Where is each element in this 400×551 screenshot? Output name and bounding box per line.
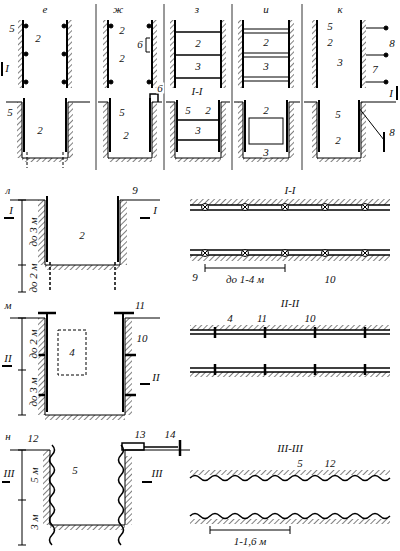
post-symbol — [322, 204, 329, 211]
callout-label: 10 — [304, 313, 317, 324]
post-symbol — [202, 204, 209, 211]
callout-label: II — [3, 353, 12, 364]
dimension-label: до 3 м — [28, 216, 39, 247]
callout-label: III-III — [276, 443, 304, 454]
sheet-pile — [119, 445, 124, 545]
post-symbol — [242, 204, 249, 211]
callout-label: 2 — [262, 37, 270, 48]
dimension-label: 3 м — [29, 513, 40, 530]
post-symbol — [322, 250, 329, 257]
callout-label: и — [262, 4, 270, 15]
dimension-label: до 2 м — [28, 328, 39, 359]
callout-label: 4 — [68, 347, 76, 358]
callout-label: к — [336, 4, 343, 15]
callout-label: 13 — [134, 429, 147, 440]
post-cross — [363, 251, 368, 256]
post-symbol — [202, 250, 209, 257]
post-symbol — [242, 250, 249, 257]
post-cross — [363, 205, 368, 210]
callout-label: 3 — [194, 125, 202, 136]
callout-label: 11 — [134, 300, 146, 311]
dimension-label: до 3 м — [28, 376, 39, 407]
callout-label: 9 — [131, 185, 139, 196]
callout-label: I — [8, 205, 14, 216]
callout-label: ж — [112, 4, 124, 15]
callout-label: 6 — [136, 39, 144, 50]
post-symbol — [282, 250, 289, 257]
callout-label: 10 — [136, 333, 149, 344]
callout-label: л — [5, 185, 12, 196]
callout-label: II-II — [280, 298, 300, 309]
dimension-label: м — [3, 300, 12, 311]
callout-label: е — [42, 4, 49, 15]
callout-label: 6 — [156, 83, 164, 94]
dimension-label: 5 м — [29, 466, 40, 483]
callout-label: 12 — [324, 458, 337, 469]
callout-label: 5 — [118, 107, 126, 118]
callout-label: 5 — [296, 458, 304, 469]
callout-label: 5 — [326, 21, 334, 32]
callout-label: 2 — [334, 135, 342, 146]
callout-label: 5 — [71, 465, 79, 476]
callout-label: III — [3, 468, 16, 479]
sheet-pile — [190, 514, 390, 519]
callout-label: 3 — [262, 61, 270, 72]
dimension-label: до 2 м — [28, 262, 39, 293]
callout-label: I-I — [191, 86, 204, 97]
post-cross — [323, 205, 328, 210]
callout-label: 3 — [194, 61, 202, 72]
callout-label: 2 — [34, 33, 42, 44]
callout-label: 12 — [27, 433, 40, 444]
callout-label: з — [194, 4, 200, 15]
callout-label: 5 — [6, 107, 14, 118]
post-symbol — [362, 204, 369, 211]
callout-label: 3 — [336, 57, 344, 68]
callout-label: I-I — [284, 185, 297, 196]
callout-label: 2 — [78, 230, 86, 241]
callout-label: 2 — [194, 38, 202, 49]
callout-label: 2 — [122, 130, 130, 141]
callout-label: 7 — [371, 64, 379, 75]
callout-label: 9 — [191, 272, 199, 283]
post-cross — [243, 251, 248, 256]
callout-label: 2 — [36, 125, 44, 136]
callout-label: 10 — [324, 274, 337, 285]
callout-label: 3 — [262, 147, 270, 158]
dimension-label: до 1-4 м — [225, 274, 265, 285]
callout-label: 2 — [204, 105, 212, 116]
callout-label: III — [151, 468, 164, 479]
callout-label: 11 — [256, 313, 268, 324]
callout-label: н — [4, 431, 11, 442]
post-cross — [203, 251, 208, 256]
callout-label: I — [152, 205, 158, 216]
callout-label: 14 — [164, 429, 177, 440]
callout-label: 2 — [118, 25, 126, 36]
callout-label: 2 — [118, 53, 126, 64]
post-symbol — [362, 250, 369, 257]
callout-label: 8 — [388, 127, 396, 138]
callout-label: II — [151, 372, 160, 383]
post-symbol — [282, 204, 289, 211]
dimension-label: 1-1,6 м — [233, 536, 268, 547]
callout-label: I — [4, 63, 10, 74]
callout-label: 4 — [226, 313, 234, 324]
post-cross — [323, 251, 328, 256]
callout-label: 5 — [184, 105, 192, 116]
callout-label: 2 — [262, 105, 270, 116]
callout-label: 2 — [326, 37, 334, 48]
sheet-pile — [190, 476, 390, 481]
callout-label: 8 — [388, 38, 396, 49]
post-cross — [283, 251, 288, 256]
sheet-pile — [50, 445, 55, 545]
post-cross — [203, 205, 208, 210]
post-cross — [283, 205, 288, 210]
callout-label: 5 — [334, 109, 342, 120]
callout-label: 5 — [8, 23, 16, 34]
callout-label: I — [388, 88, 394, 99]
post-cross — [243, 205, 248, 210]
